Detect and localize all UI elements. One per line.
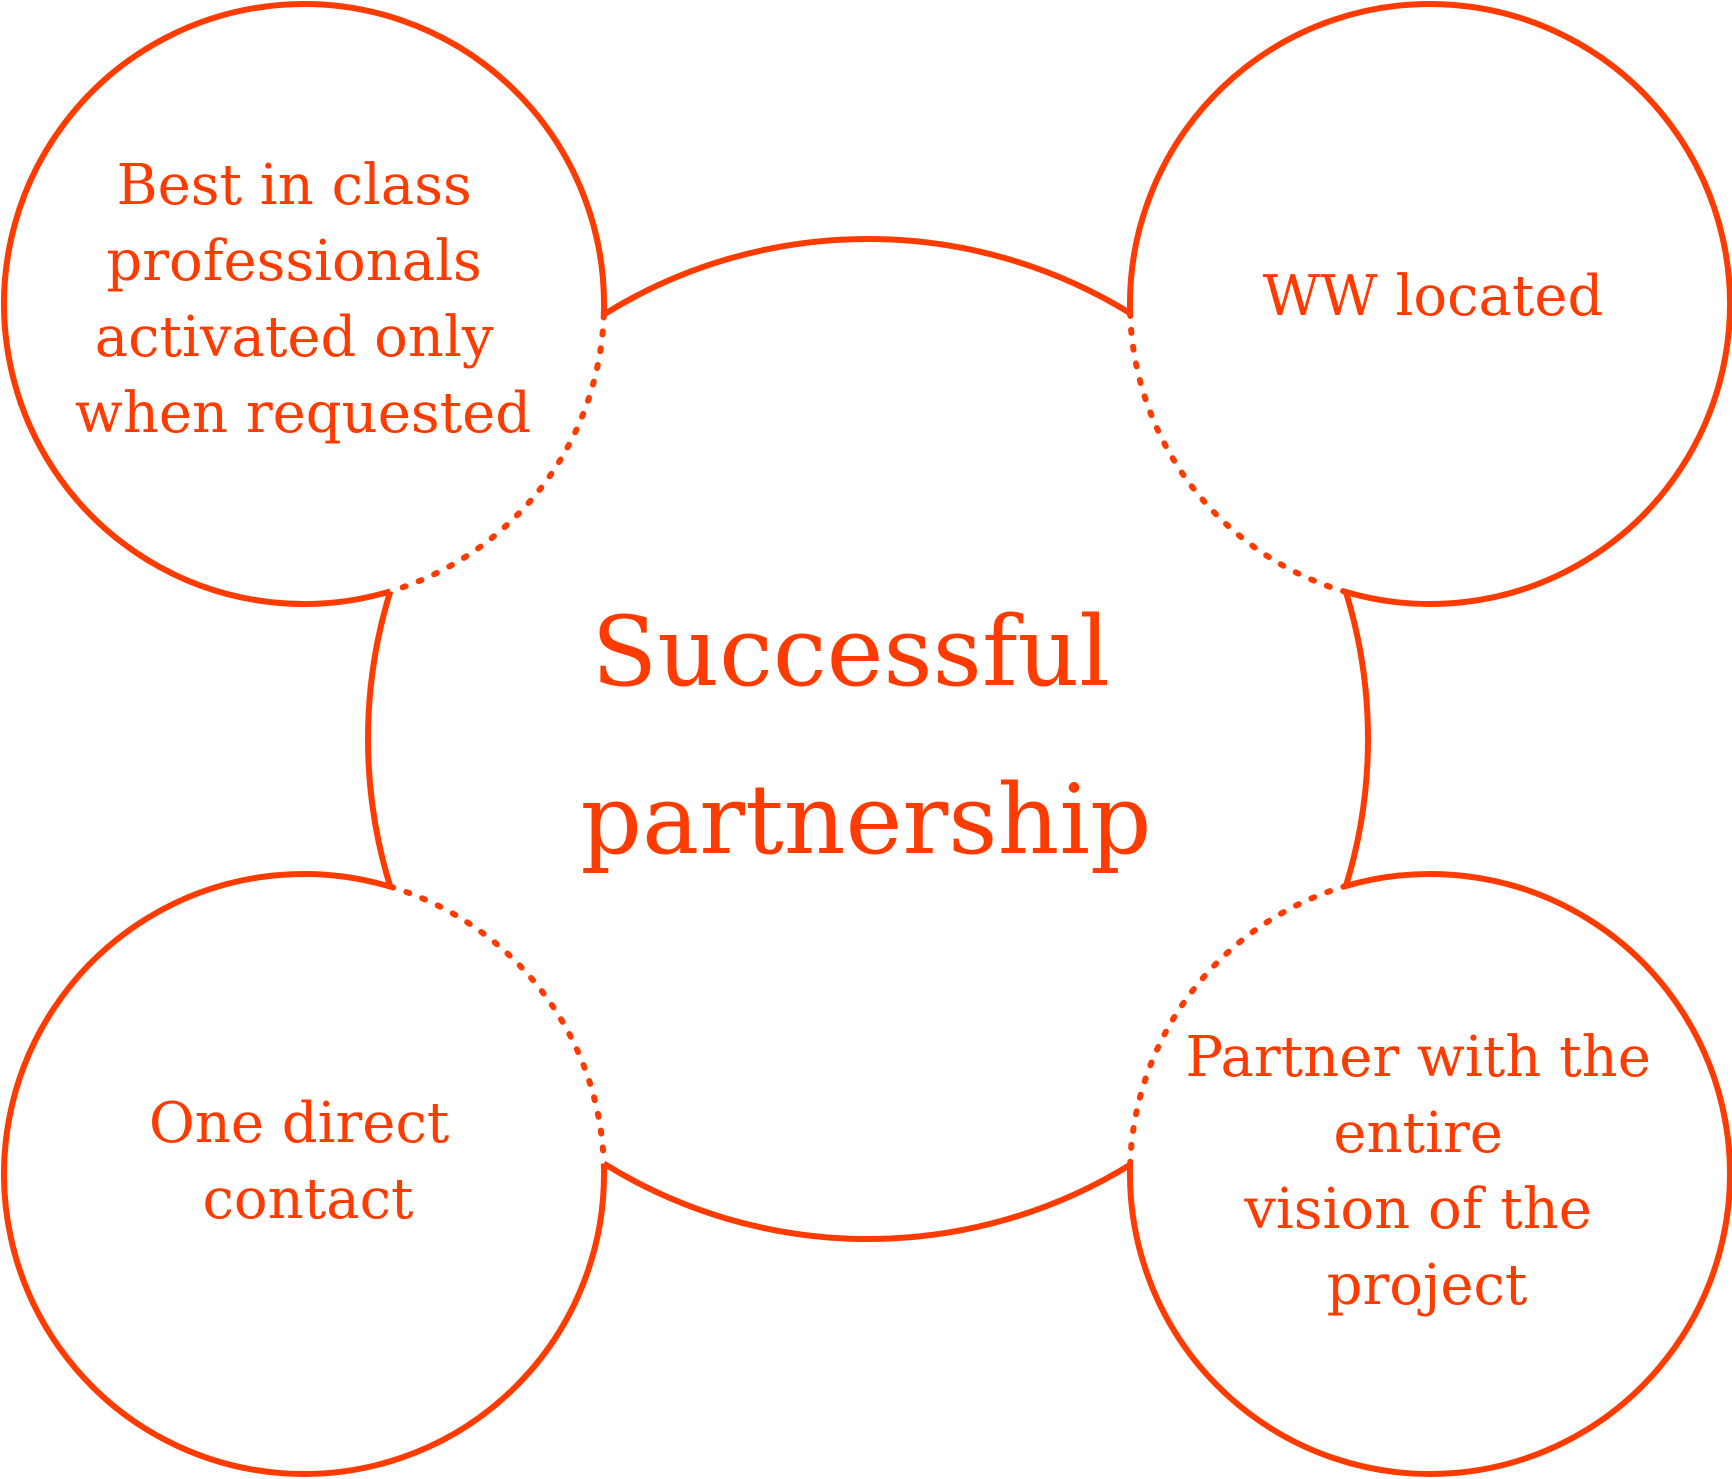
center-label: Successful partnership	[581, 596, 1152, 876]
center-label-line-1: Successful	[591, 596, 1110, 708]
node-top-left-line-2: professionals	[106, 229, 481, 294]
circle-bottom-left-outline	[1, 871, 607, 1477]
center-label-line-2: partnership	[581, 764, 1152, 876]
circle-top-left-outline	[1, 1, 607, 607]
node-bottom-left-line-2: contact	[203, 1167, 414, 1232]
circle-bottom-right-overlap-dotted	[1127, 883, 1349, 1168]
center-circle-arc-3	[602, 236, 1132, 318]
node-top-right-line-1: WW located	[1263, 264, 1604, 329]
node-label-top-left: Best in class professionals activated on…	[75, 153, 531, 446]
node-bottom-right-line-4: project	[1327, 1253, 1528, 1318]
node-bottom-left-line-1: One direct	[149, 1091, 450, 1156]
node-bottom-right-line-2: entire	[1333, 1101, 1503, 1166]
node-label-bottom-right: Partner with the entire vision of the pr…	[1185, 1025, 1668, 1318]
node-label-bottom-left: One direct contact	[149, 1091, 467, 1232]
circle-top-right-outline	[1127, 1, 1732, 607]
center-circle-arc-1	[602, 1160, 1132, 1242]
center-circle-arc-2	[365, 590, 394, 888]
node-label-top-right: WW located	[1263, 264, 1604, 329]
node-top-left-line-3: activated only	[95, 305, 494, 370]
circle-bottom-right-outline	[1127, 871, 1732, 1477]
circle-top-left-overlap-dotted	[387, 311, 607, 595]
node-top-left-line-1: Best in class	[116, 153, 471, 218]
node-bottom-right-line-3: vision of the	[1243, 1177, 1592, 1242]
center-circle-arc-4	[1343, 591, 1371, 887]
circle-top-right-overlap-dotted	[1127, 310, 1349, 595]
circle-bottom-left-overlap-dotted	[387, 883, 607, 1167]
node-top-left-line-4: when requested	[75, 381, 531, 446]
node-bottom-right-line-1: Partner with the	[1185, 1025, 1651, 1090]
